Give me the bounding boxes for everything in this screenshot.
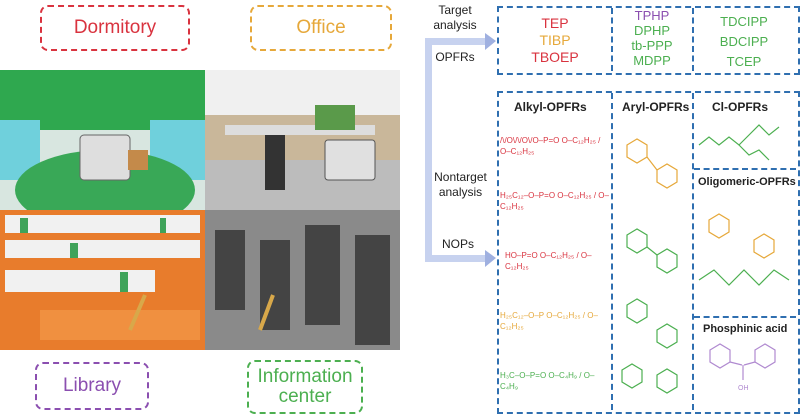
alkyl-structure-4: H₂₅C₁₂–O–P O–C₁₂H₂₅ / O–C₁₂H₂₅: [500, 311, 598, 331]
target-group-1: TEP TIBP TBOEP: [500, 15, 610, 66]
oligomeric-opfrs-heading: Oligomeric-OPFRs: [698, 176, 796, 188]
dormitory-label: Dormitory: [40, 5, 190, 51]
alkyl-structure-2: H₂₅C₁₂–O–P=O O–C₁₂H₂₅ / O–C₁₂H₂₅: [500, 191, 609, 211]
divider: [694, 316, 796, 318]
target-opfrs-box: [497, 6, 800, 75]
divider: [611, 8, 613, 71]
opfrs-label: OPFRs: [435, 50, 475, 64]
compound-dphp: DPHP: [633, 23, 671, 38]
phosphinic-acid-structure: OH: [709, 343, 776, 392]
nontarget-analysis-label: Nontarget analysis: [434, 170, 487, 199]
compound-bdcipp: BDCIPP: [719, 34, 769, 49]
svg-text:OH: OH: [738, 385, 749, 392]
flow-arrows: [425, 33, 496, 267]
compound-tibp: TIBP: [539, 32, 571, 48]
target-group-2: TPHP DPHP tb-PPP MDPP: [612, 8, 692, 68]
library-scene: [0, 210, 205, 350]
divider: [692, 93, 694, 410]
target-analysis-label: Target analysis: [433, 3, 477, 32]
aryl-structures: [621, 138, 678, 394]
information-center-label: Information center: [247, 360, 363, 414]
compound-tep: TEP: [541, 15, 569, 31]
compound-mdpp: MDPP: [633, 53, 671, 68]
cl-oligomeric-structures: [698, 124, 790, 286]
compound-tcep: TCEP: [726, 54, 762, 69]
office-label: Office: [250, 5, 392, 51]
information-center-scene: [205, 210, 400, 350]
divider: [611, 93, 613, 410]
compound-tboep: TBOEP: [531, 49, 579, 65]
cl-opfrs-heading: Cl-OPFRs: [712, 100, 769, 114]
compound-tb-ppp: tb-PPP: [631, 38, 673, 53]
library-text: Library: [62, 375, 122, 396]
target-group-3: TDCIPP BDCIPP TCEP: [694, 12, 794, 72]
information-center-text: Information center: [257, 366, 353, 407]
compound-tphp: TPHP: [634, 8, 670, 23]
divider: [692, 8, 694, 71]
aryl-opfrs-heading: Aryl-OPFRs: [622, 100, 690, 114]
nontarget-nops-box: [497, 91, 800, 414]
phosphinic-acid-heading: Phosphinic acid: [703, 323, 788, 335]
nops-label: NOPs: [441, 237, 474, 251]
office-text: Office: [296, 17, 346, 38]
dormitory-scene: [0, 70, 205, 210]
compound-tdcipp: TDCIPP: [720, 14, 768, 29]
alkyl-structure-1: /\/O\/\/O\/O–P=O O–C₁₂H₂₅ / O–C₁₂H₂₅: [500, 136, 601, 156]
alkyl-structure-3: HO–P=O O–C₁₂H₂₅ / O–C₁₂H₂₅: [505, 251, 592, 271]
alkyl-opfrs-heading: Alkyl-OPFRs: [514, 100, 587, 114]
dormitory-text: Dormitory: [73, 17, 157, 38]
divider: [694, 168, 796, 170]
library-label: Library: [35, 362, 149, 410]
alkyl-structure-5: H₃C–O–P=O O–C₄H₉ / O–C₄H₉: [500, 371, 595, 391]
office-scene: [205, 70, 400, 210]
